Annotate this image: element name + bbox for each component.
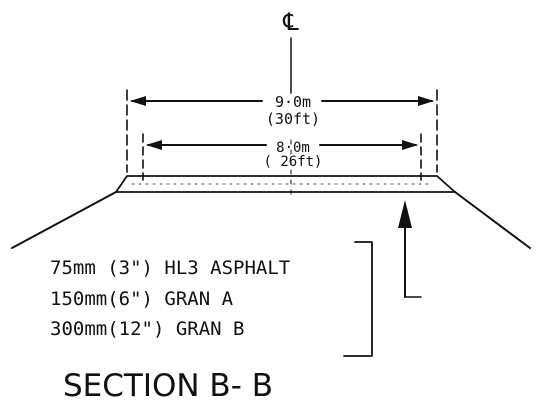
outer-width-imperial: (30ft) <box>266 110 320 128</box>
outer-width-metric: 9·0m <box>275 93 311 111</box>
layer-bracket <box>343 241 373 357</box>
inner-width-dimension <box>142 133 422 181</box>
road-profile <box>11 175 531 249</box>
layer-gran-a: 150mm(6") GRAN A <box>50 288 234 310</box>
inner-width-imperial: ( 26ft) <box>263 154 322 170</box>
layer-asphalt: 75mm (3") HL3 ASPHALT <box>50 257 290 279</box>
outer-width-dimension <box>126 89 438 173</box>
inner-width-metric: 8·0m <box>276 140 310 156</box>
centerline-symbol: ℄ <box>282 8 299 36</box>
section-title: SECTION B- B <box>63 368 273 404</box>
pavement-leader-arrow <box>398 200 422 298</box>
layer-gran-b: 300mm(12") GRAN B <box>50 318 244 340</box>
